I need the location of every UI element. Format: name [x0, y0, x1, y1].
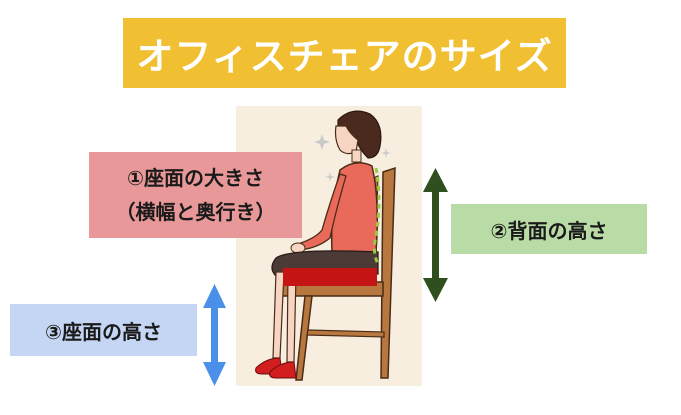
- seat-height-label-text: ③座面の高さ: [45, 319, 162, 344]
- sparkle-icons: [314, 134, 391, 182]
- back-height-double-arrow-icon: [423, 168, 448, 302]
- title-banner: オフィスチェアのサイズ: [123, 18, 566, 88]
- seat-size-label-line1: ①座面の大きさ: [127, 166, 264, 190]
- back-height-label-text: ②背面の高さ: [490, 218, 608, 243]
- seat-height-double-arrow-icon: [203, 284, 226, 386]
- seat-highlight-bar: [283, 268, 377, 286]
- back-height-label: ②背面の高さ: [451, 204, 647, 254]
- seated-woman-illustration: [255, 110, 382, 379]
- page-title: オフィスチェアのサイズ: [136, 35, 553, 78]
- seat-height-label: ③座面の高さ: [10, 304, 197, 356]
- seat-size-label: ①座面の大きさ （横幅と奥行き）: [89, 152, 302, 238]
- seat-size-label-line2: （横幅と奥行き）: [115, 200, 276, 224]
- backrest-curve-line: [372, 167, 381, 265]
